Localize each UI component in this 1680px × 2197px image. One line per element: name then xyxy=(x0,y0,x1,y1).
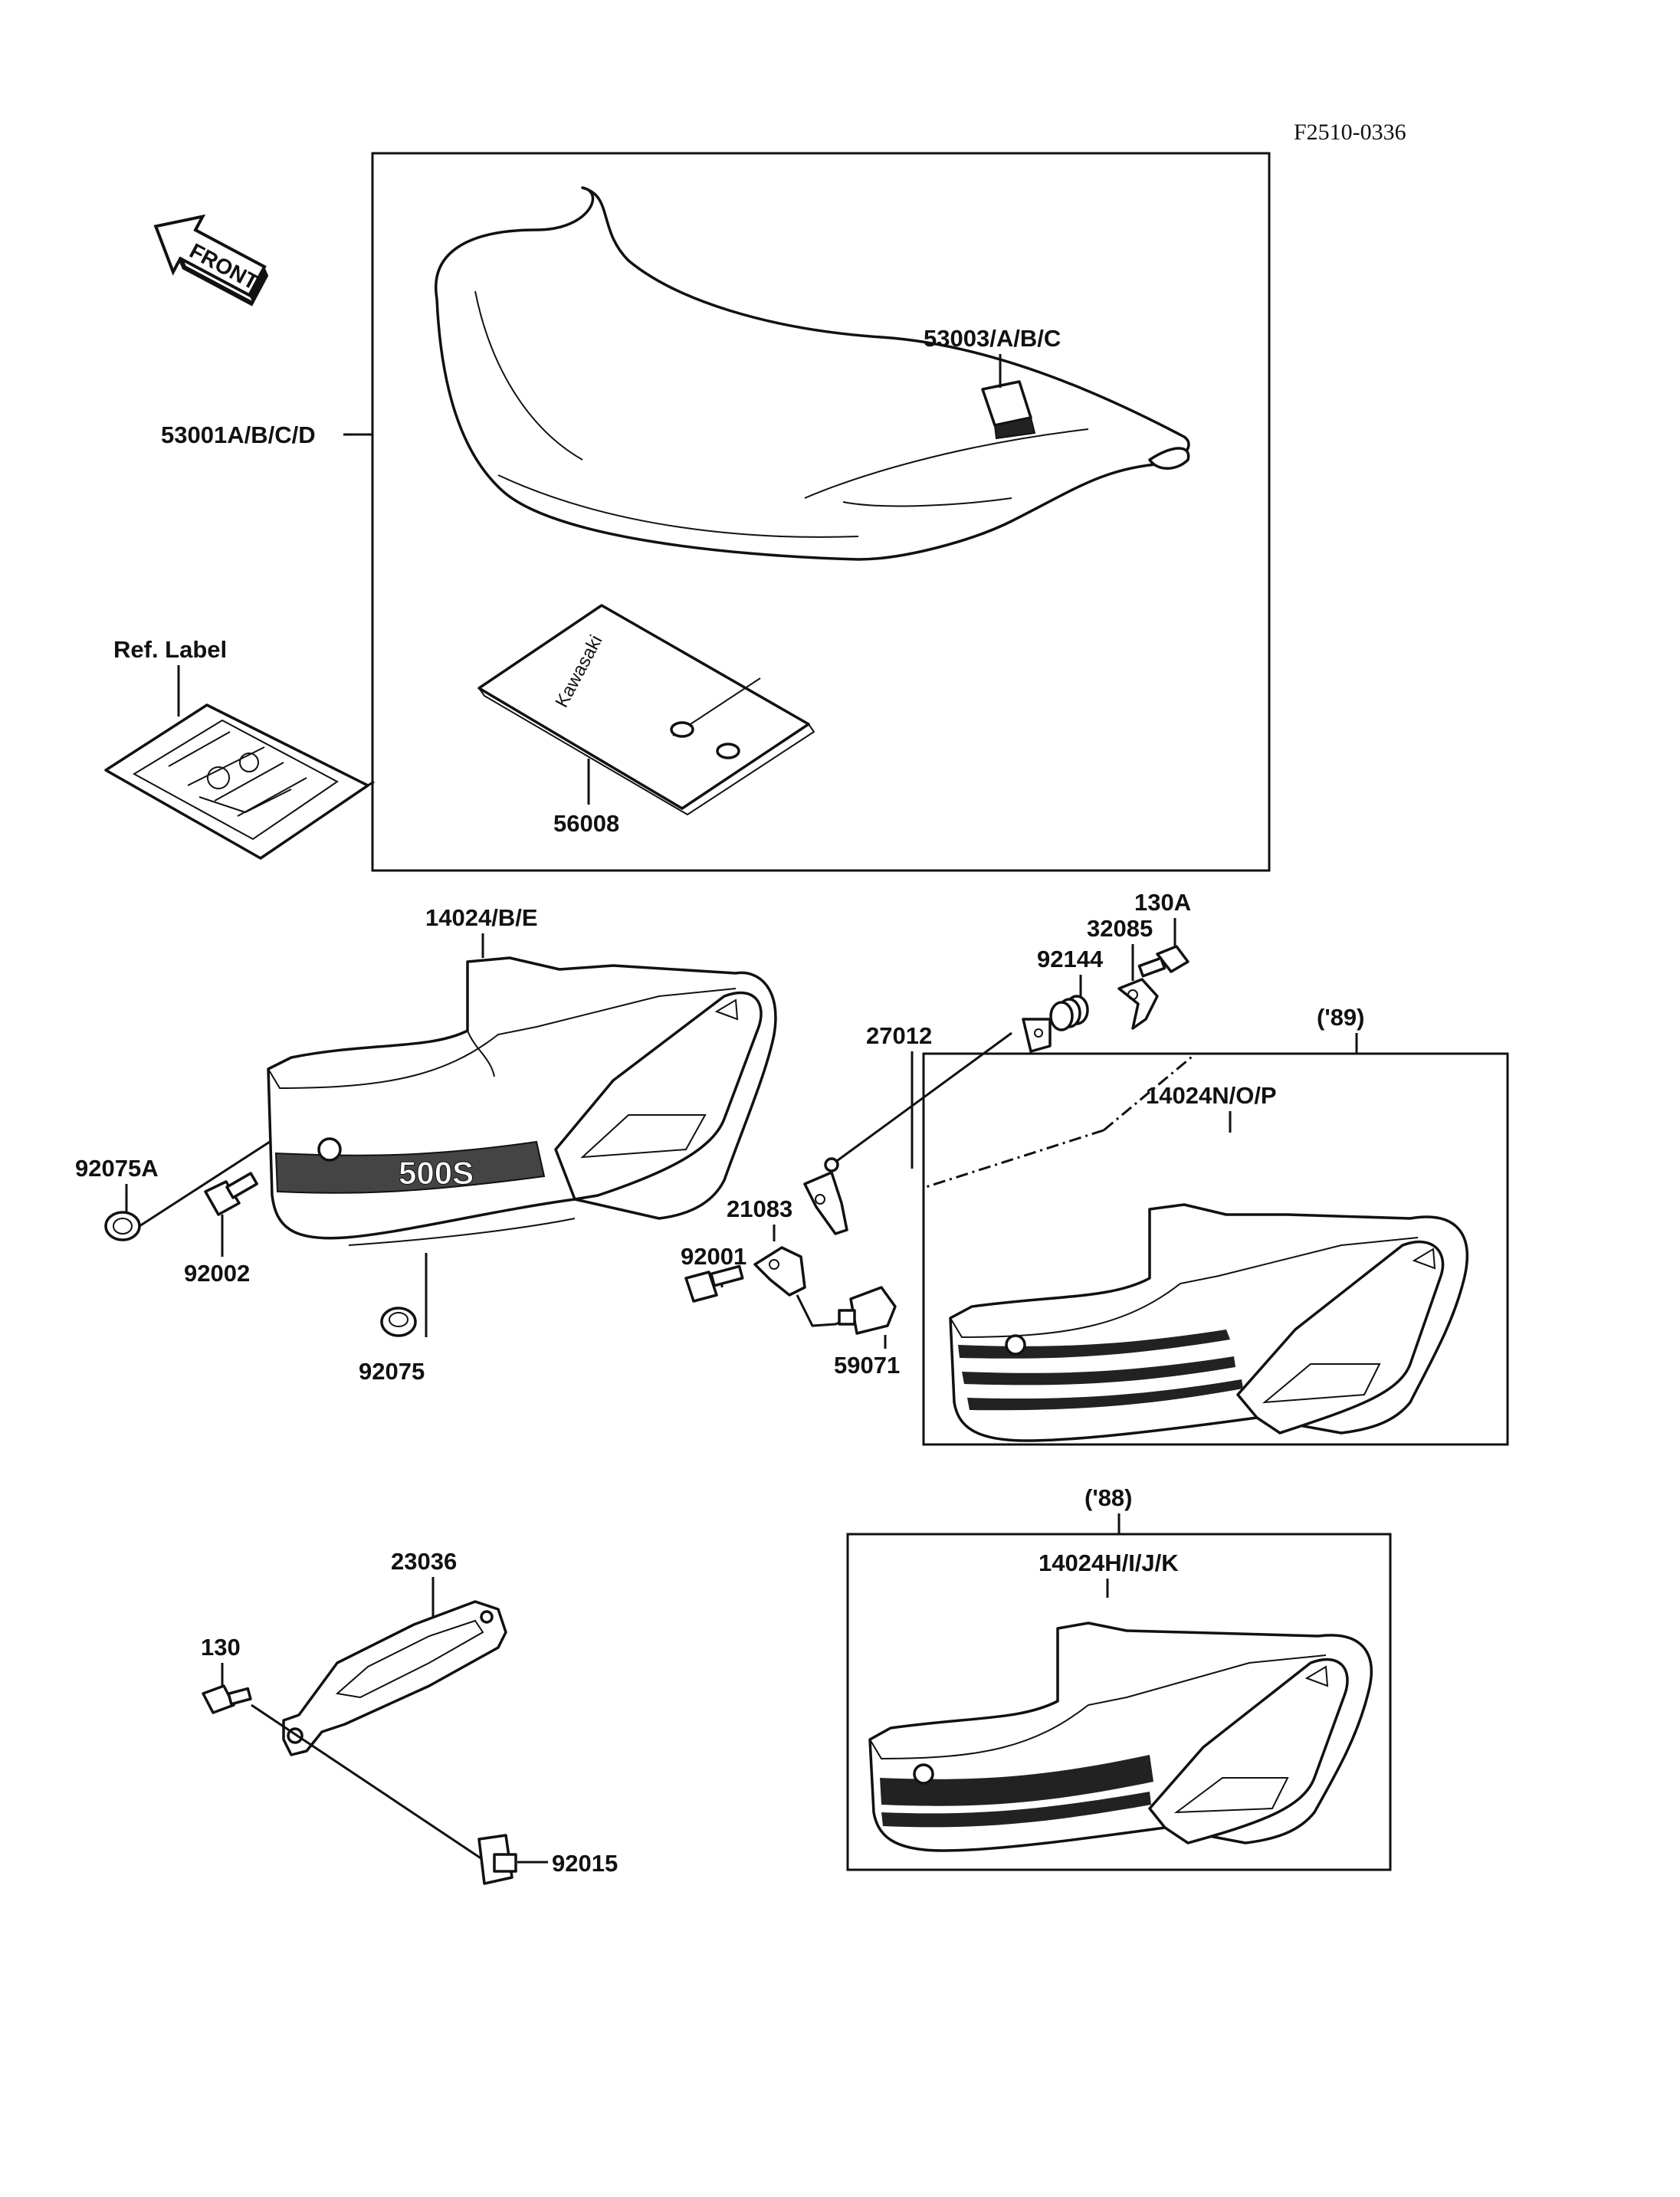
seat-cover-main: 500S xyxy=(267,956,777,1246)
bolt-130a xyxy=(1137,945,1189,978)
grommet-92075 xyxy=(380,1307,417,1337)
label-cover-main: 14024/B/E xyxy=(425,904,538,931)
seat-group-frame xyxy=(371,152,1271,872)
label-year-88: ('88) xyxy=(1084,1484,1133,1511)
label-cover-89: 14024N/O/P xyxy=(1146,1082,1277,1109)
label-grommet-92075: 92075 xyxy=(359,1358,425,1385)
bolt-92002 xyxy=(204,1172,258,1216)
reference-label-sticker xyxy=(104,703,369,860)
label-spring-92144: 92144 xyxy=(1037,946,1104,972)
bracket-23036 xyxy=(282,1600,507,1756)
label-bolt-92002: 92002 xyxy=(184,1260,250,1287)
bolt-130 xyxy=(202,1684,252,1714)
seat-cover-1988 xyxy=(868,1622,1373,1852)
seat-strap xyxy=(981,380,1036,440)
lock-59071 xyxy=(838,1286,897,1335)
tool-bag: Kawasaki xyxy=(477,604,815,816)
label-year-89: ('89) xyxy=(1317,1004,1365,1031)
label-cover-88: 14024H/I/J/K xyxy=(1039,1549,1179,1576)
label-grommet-a: 92075A xyxy=(75,1155,159,1182)
label-lock-59071: 59071 xyxy=(834,1352,900,1379)
label-lever-32085: 32085 xyxy=(1087,915,1153,942)
label-nut-92015: 92015 xyxy=(552,1850,618,1877)
label-cable-27012: 27012 xyxy=(866,1022,932,1049)
frame-1989 xyxy=(922,1052,1509,1446)
label-bolt-130a: 130A xyxy=(1134,889,1191,916)
nut-92015 xyxy=(477,1834,517,1885)
label-bracket-23036: 23036 xyxy=(391,1548,457,1575)
label-bracket-21083: 21083 xyxy=(727,1195,792,1222)
label-seat-assy: 53001A/B/C/D xyxy=(161,421,316,448)
seat-cover-1989 xyxy=(949,1203,1468,1442)
seat-illustration xyxy=(435,186,1190,561)
label-tool-bag: 56008 xyxy=(553,810,619,837)
frame-1988 xyxy=(846,1533,1392,1871)
front-arrow-icon: FRONT xyxy=(153,214,269,307)
bolt-92001 xyxy=(684,1264,744,1303)
lever-32085 xyxy=(1117,978,1159,1030)
diagram-code: F2510-0336 xyxy=(1294,120,1406,145)
bracket-21083 xyxy=(803,1171,848,1235)
grommet-a xyxy=(104,1211,141,1241)
label-bolt-92001: 92001 xyxy=(681,1243,746,1270)
label-bolt-130: 130 xyxy=(201,1634,241,1661)
lock-bracket xyxy=(753,1246,806,1297)
spring-92144 xyxy=(1049,995,1089,1031)
cable-27012 xyxy=(824,1018,1052,1172)
label-seat-strap: 53003/A/B/C xyxy=(924,325,1061,352)
cover-badge: 500S xyxy=(399,1155,474,1191)
label-ref-label: Ref. Label xyxy=(113,636,227,663)
